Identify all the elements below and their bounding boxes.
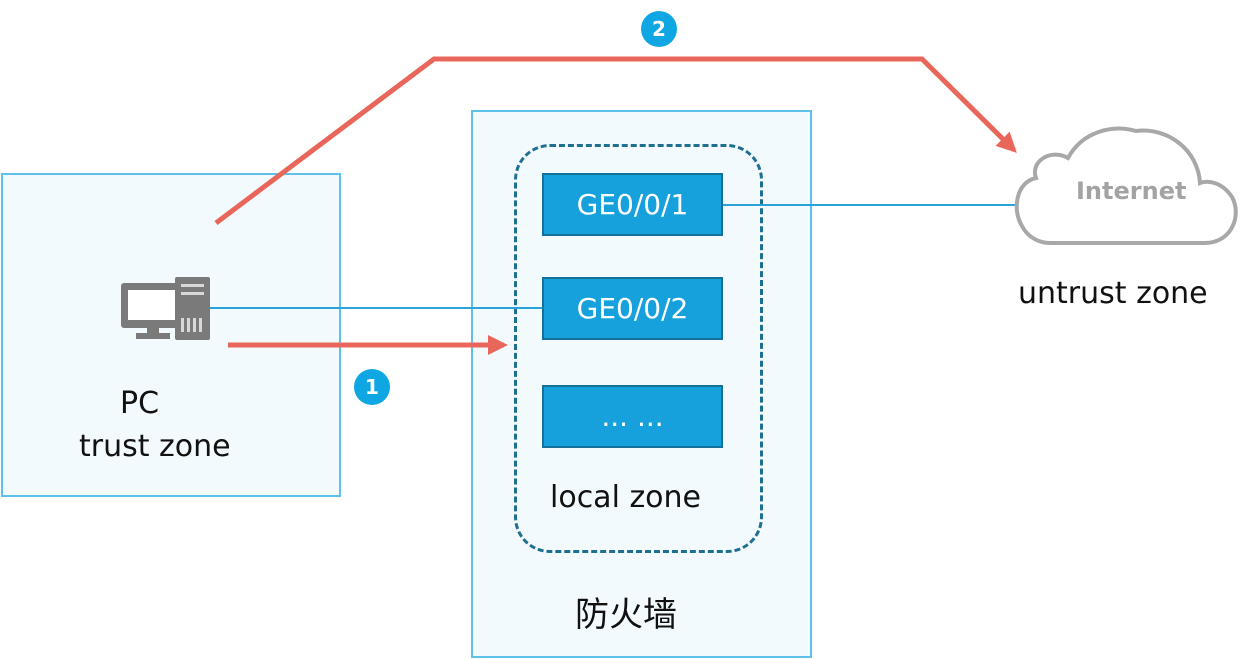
local-zone-label: local zone	[550, 480, 702, 515]
untrust-zone-label: untrust zone	[1018, 276, 1208, 311]
interface-ge0-0-2: GE0/0/2	[542, 277, 723, 340]
trust-zone-box	[1, 173, 341, 497]
interface-ge0-0-1: GE0/0/1	[542, 173, 723, 236]
pc-icon	[121, 277, 210, 340]
cloud-icon	[1014, 126, 1238, 245]
step-badge-1: 1	[354, 369, 390, 405]
interface-more: ... ...	[542, 385, 723, 448]
step-badge-2: 2	[641, 11, 677, 47]
internet-label: Internet	[1076, 177, 1187, 205]
flow-arrow-2	[214, 56, 1017, 225]
trust-zone-label: trust zone	[79, 429, 231, 464]
local-zone-box	[514, 144, 763, 553]
firewall-label: 防火墙	[575, 595, 677, 635]
pc-label: PC	[120, 386, 160, 421]
